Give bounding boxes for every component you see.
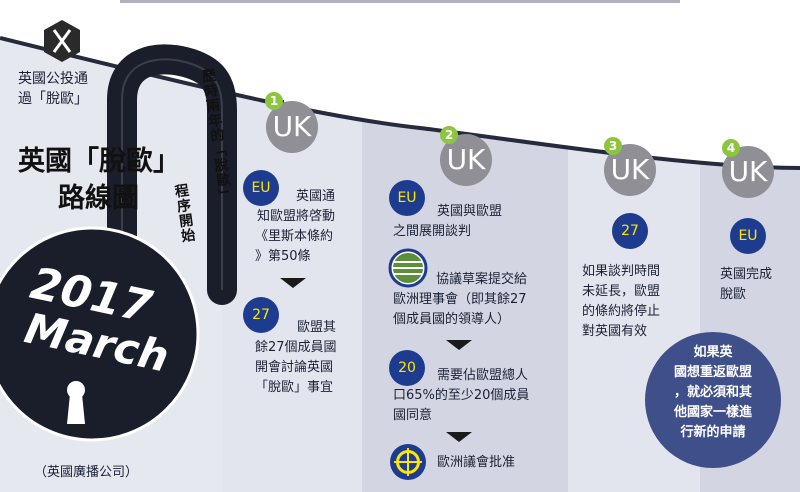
uk-circle-2	[440, 134, 492, 186]
arrow-down-icon	[446, 340, 472, 350]
arrow-down-icon	[446, 432, 472, 442]
uk-label-2: UK	[446, 143, 486, 176]
step2-item1-line2: 之間展開談判	[393, 224, 472, 239]
eu-27-icon: 27	[612, 213, 648, 249]
eu-20-icon: 20	[389, 350, 425, 386]
step4-item1-line1: 英國完成	[720, 267, 773, 282]
step2-item2-line3: 個成員國的領導人）	[393, 312, 511, 327]
uk-label-4: UK	[728, 155, 768, 188]
timeline-rope	[0, 36, 800, 170]
padlock-body	[0, 226, 200, 442]
step2-item2-line2: 歐洲理事會（即其餘27	[393, 292, 527, 307]
note-line-3: ，就必須和其	[673, 385, 752, 400]
referendum-line-2: 過「脫歐」	[18, 91, 88, 107]
source-credit: （英國廣播公司）	[34, 465, 139, 480]
uk-label-1: UK	[272, 110, 312, 143]
title-line-2: 路線圖	[58, 183, 139, 214]
step-number-1: 1	[265, 92, 283, 110]
step-number-3: 3	[604, 137, 622, 155]
parliament-icon	[390, 444, 426, 480]
step1-item2-line1: 歐盟其	[297, 320, 337, 335]
step-number-4: 4	[722, 139, 740, 157]
step1-item2-line3: 開會討論英國	[255, 360, 334, 375]
note-line-1: 如果英	[693, 345, 733, 360]
step1-item1-line2: 知歐盟將啓動	[257, 209, 336, 224]
sky-area	[0, 0, 800, 168]
step2-item3-line2: 口65%的至少20個成員	[393, 388, 530, 403]
uk-label-3: UK	[610, 153, 650, 186]
uk-circle-1	[266, 101, 318, 153]
step1-item1-line3: 《里斯本條約	[255, 229, 334, 244]
step1-item1-line4: 》第50條	[255, 249, 311, 264]
uk-circle-4	[722, 146, 774, 198]
step4-item1-line2: 脫歐	[720, 287, 747, 302]
padlock-shackle-highlight	[121, 58, 223, 300]
step3-item1-line3: 的條約將停止	[582, 304, 661, 319]
top-edge	[120, 0, 680, 3]
eu-27-icon: 27	[243, 297, 279, 333]
note-line-2: 國想重返歐盟	[673, 365, 752, 380]
council-icon	[388, 248, 428, 288]
note-circle	[645, 332, 781, 468]
title-line-1: 英國「脫歐」	[18, 146, 180, 177]
logo-mark	[52, 29, 72, 53]
eu-flag-icon: EU	[730, 218, 766, 254]
keyhole-slot	[67, 394, 85, 424]
step1-item2-line2: 餘27個成員國	[255, 340, 337, 355]
step1-item2-line4: 「脫歐」事宜	[255, 380, 334, 395]
eu-flag-icon: EU	[389, 180, 425, 216]
eu-flag-icon: EU	[243, 170, 279, 206]
step3-item1-line4: 對英國有效	[582, 324, 648, 339]
note-line-4: 他國家一樣進	[673, 405, 752, 420]
uk-circle-3	[604, 144, 656, 196]
arrow-down-icon	[280, 278, 306, 288]
step3-item1-line1: 如果談判時間	[582, 264, 661, 279]
padlock-shackle	[107, 44, 237, 315]
step2-item3-line1: 需要佔歐盟總人	[437, 368, 529, 383]
step2-item4-line1: 歐洲議會批准	[437, 455, 516, 470]
step2-item2-line1: 協議草案提交給	[436, 272, 528, 287]
step-number-2: 2	[440, 126, 458, 144]
step3-item1-line2: 未延長，歐盟	[582, 284, 661, 299]
note-line-5: 行新的申請	[680, 425, 746, 440]
referendum-line-1: 英國公投通	[18, 71, 88, 87]
step2-item3-line3: 國同意	[393, 408, 433, 423]
step2-item1-line1: 英國與歐盟	[437, 204, 503, 219]
step1-item1-line1: 英國通	[296, 189, 336, 204]
